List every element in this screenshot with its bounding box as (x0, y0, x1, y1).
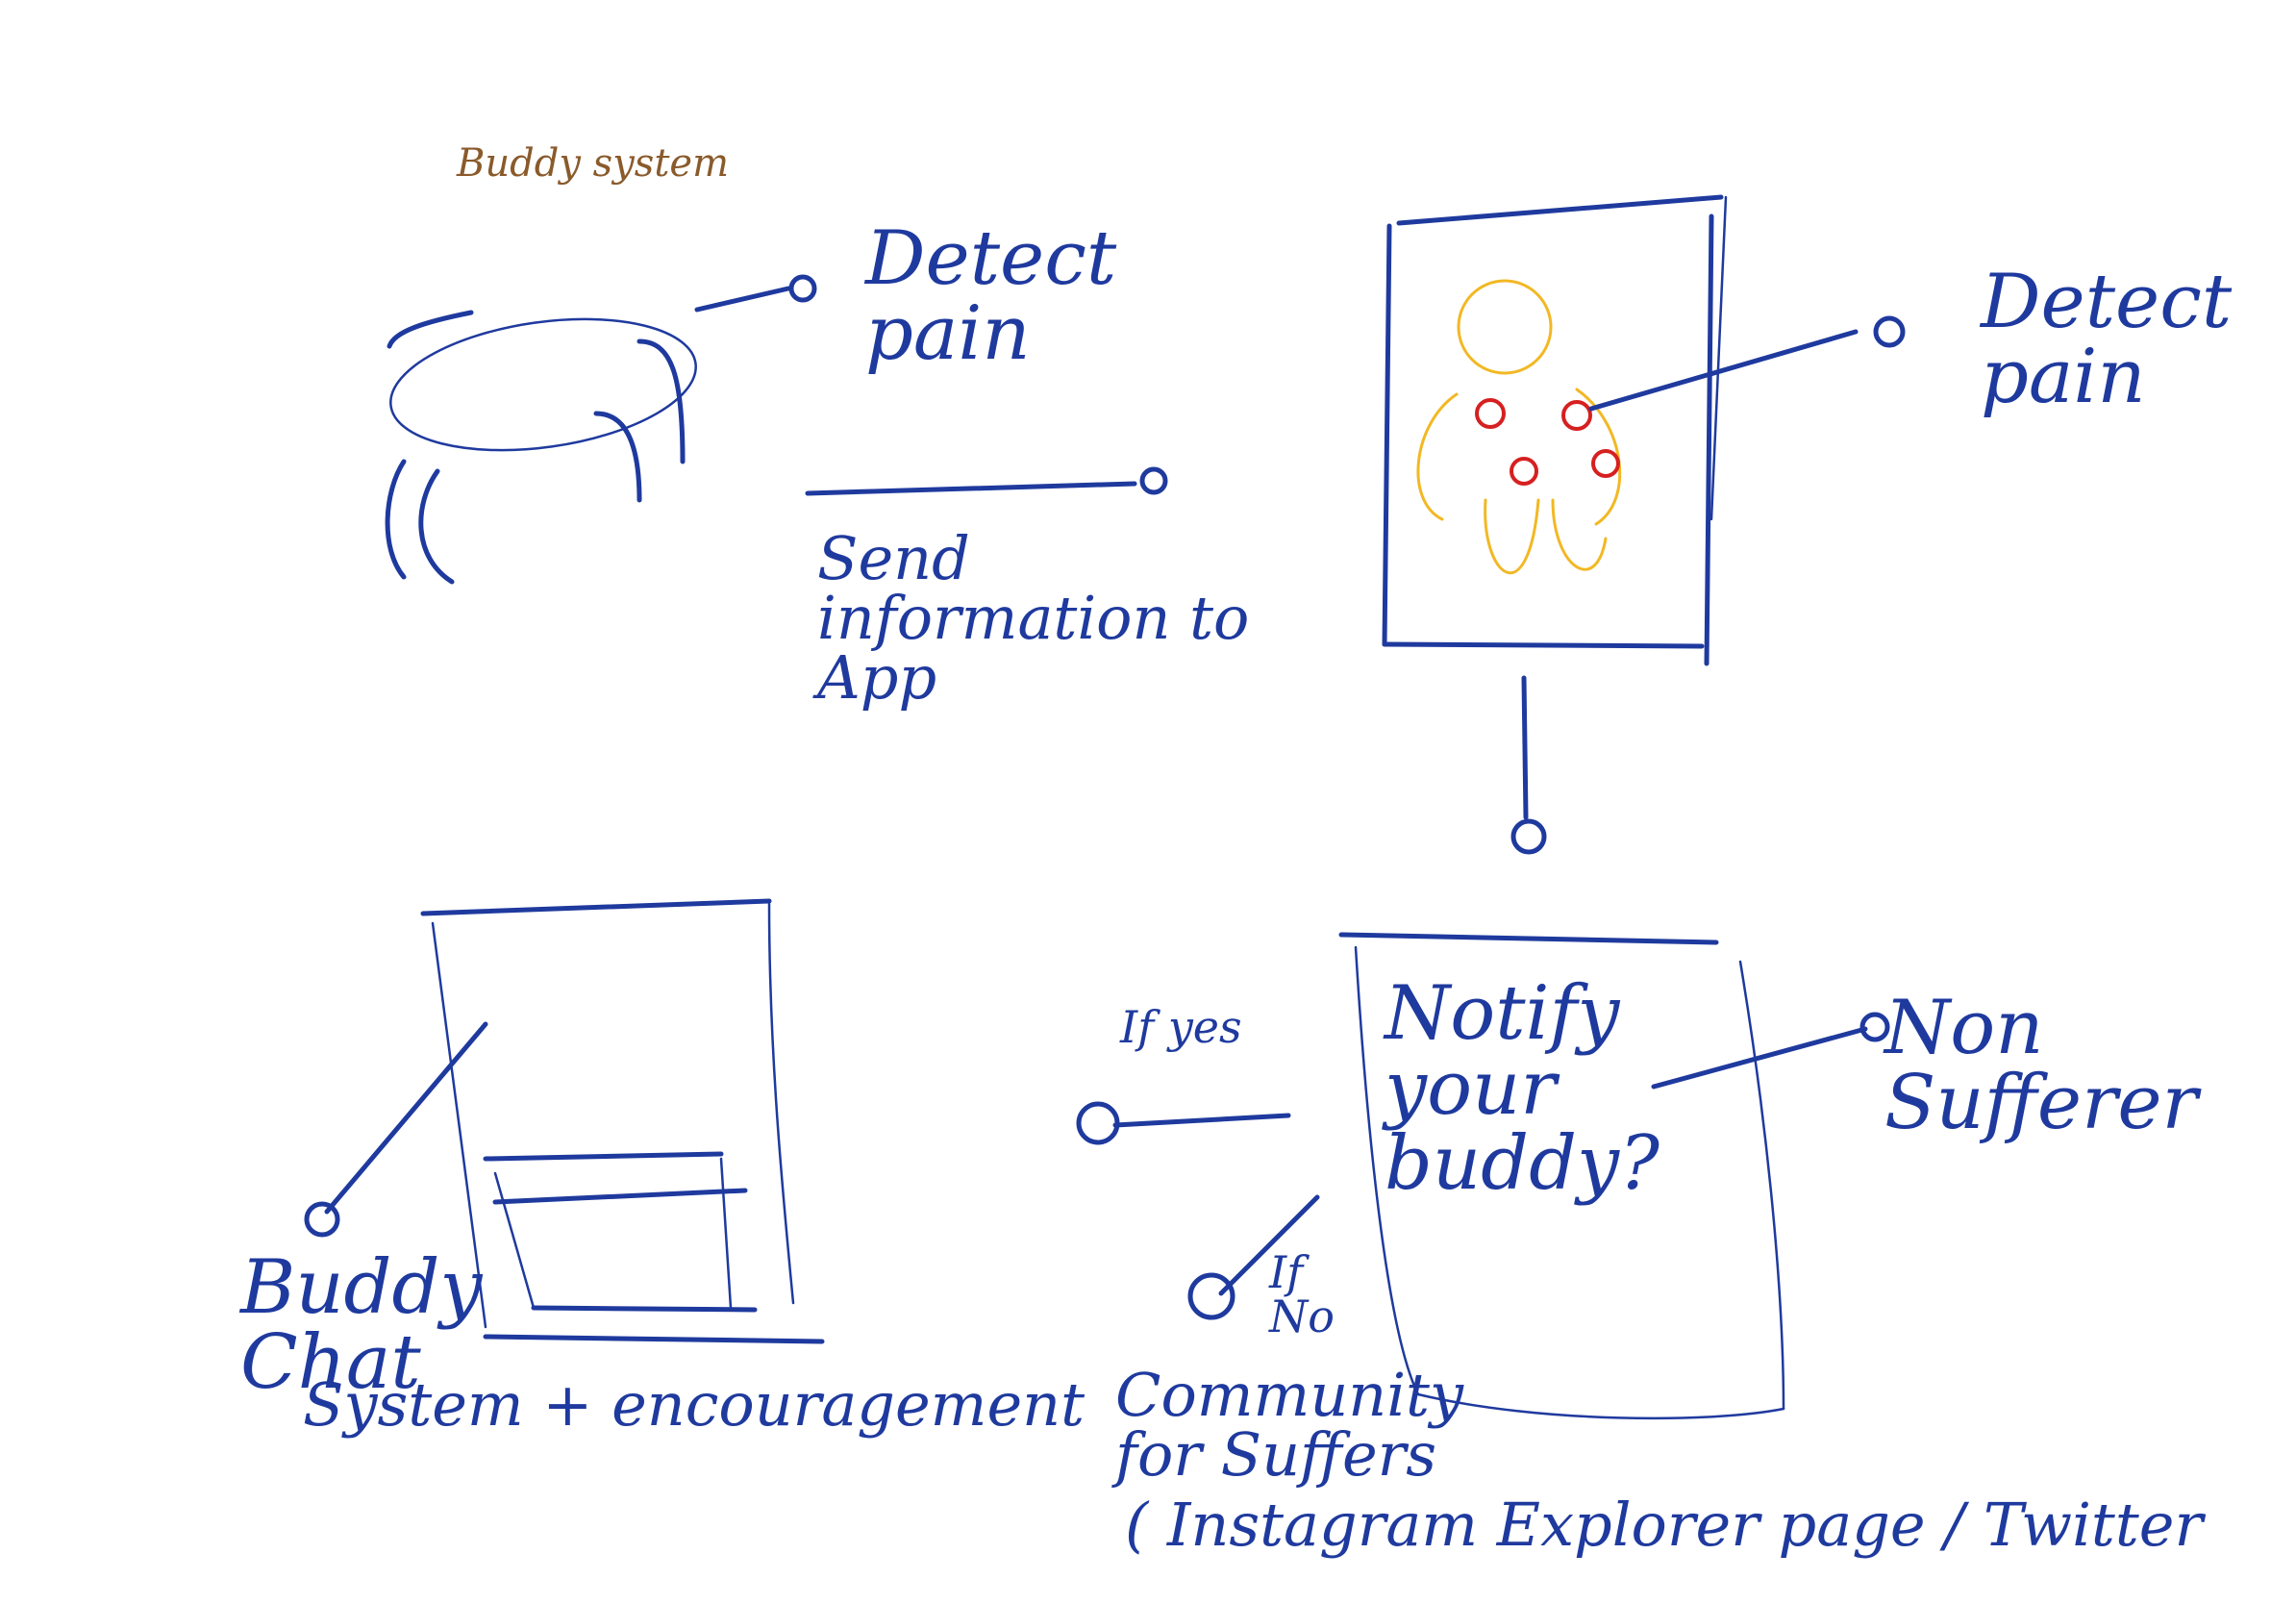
wearable-send-label: Send information to App (817, 523, 1250, 713)
notify-prompt-label: Notify your buddy? (1385, 970, 1660, 1207)
arrow-if-no (1187, 1194, 1320, 1320)
non-sufferer-label: Non Sufferer (1884, 985, 2198, 1146)
connector-wearable-send (805, 466, 1168, 496)
connector-bodymap-detect (1588, 315, 1906, 412)
notify-screen-sketch (1338, 932, 1785, 1420)
bodymap-detect-label: Detect pain (1981, 259, 2233, 420)
arrow-if-yes (1076, 1101, 1291, 1145)
connector-wearable-detect (694, 274, 817, 313)
wearable-detect-label: Detect pain (865, 215, 1117, 377)
connector-buddy-chat (304, 1021, 488, 1238)
connector-notify-nonsufferer (1651, 1012, 1890, 1090)
arrow-bodymap-to-notify (1510, 675, 1547, 855)
wearable-device-sketch (385, 310, 697, 585)
body-map-phone-sketch (1382, 194, 1728, 666)
sketch-title: Buddy system (457, 141, 730, 186)
buddy-chat-label: Buddy Chat (240, 1244, 483, 1406)
buddy-chat-detail-label: System + encouragement (303, 1369, 1085, 1440)
if-no-label: If No (1269, 1246, 1335, 1342)
buddy-chat-screen-sketch (420, 898, 825, 1344)
community-detail-label: ( Instagram Explorer page / Twitter (1125, 1490, 2204, 1560)
community-label: Community for Suffers (1115, 1360, 1463, 1490)
if-yes-label: If yes (1120, 1001, 1242, 1053)
